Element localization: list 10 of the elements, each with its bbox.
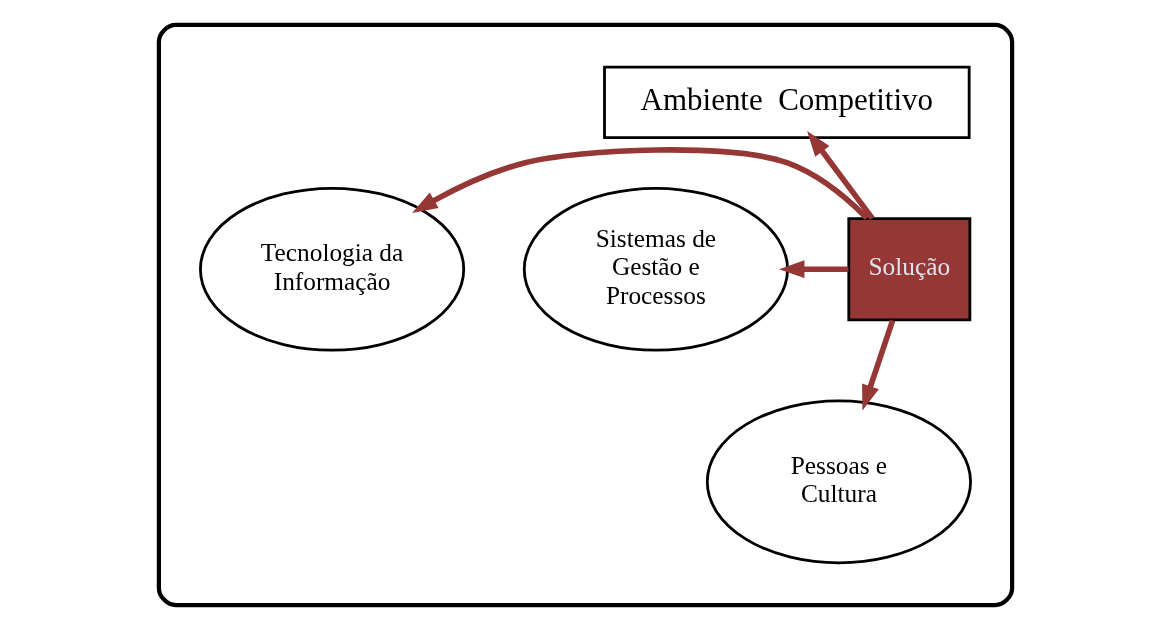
cluster <box>156 22 1014 608</box>
node-ellipse: Tecnologia da Informação <box>198 186 465 352</box>
node-box: Solução <box>846 217 971 322</box>
arrow <box>861 319 895 411</box>
arrow <box>806 130 875 220</box>
arrow <box>411 147 869 221</box>
node-box: Ambiente Competitivo <box>602 65 971 139</box>
node-ellipse: Pessoas e Cultura <box>705 399 972 565</box>
arrow <box>778 260 848 279</box>
node-ellipse: Sistemas de Gestão e Processos <box>522 186 789 352</box>
